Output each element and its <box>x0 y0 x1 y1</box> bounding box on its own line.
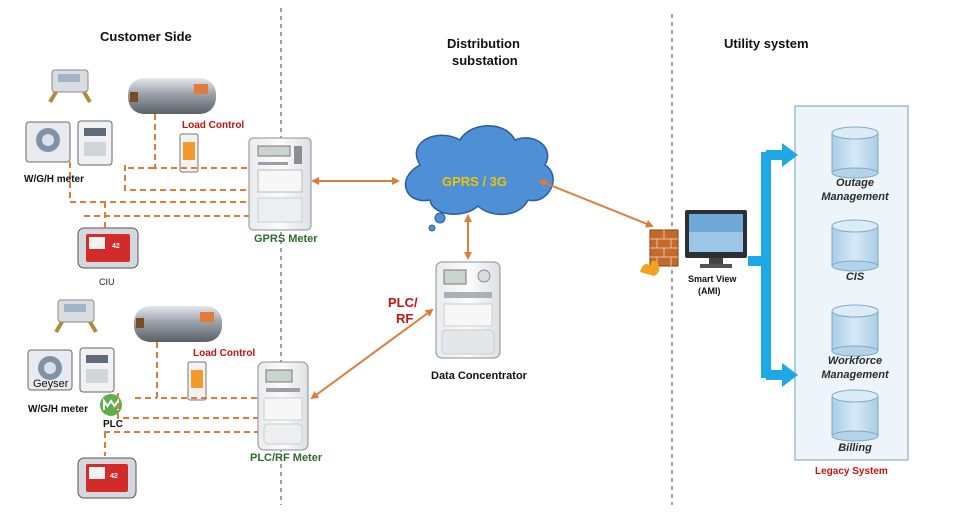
gprs-meter-device <box>248 137 312 231</box>
smart-view-monitor-icon <box>685 210 747 268</box>
database-outage-icon <box>831 126 879 179</box>
electricity-meter-small-bottom-icon <box>79 347 115 393</box>
smart-view-label-line1: Smart View <box>688 274 737 284</box>
db-label-billing: Billing <box>838 442 872 454</box>
gas-meter-icon <box>25 121 71 163</box>
customer-top-wiring <box>69 114 249 228</box>
data-concentrator-label: Data Concentrator <box>431 370 527 382</box>
legacy-system-caption: Legacy System <box>815 466 888 477</box>
geyser-tank-icon <box>128 78 216 114</box>
database-billing-icon <box>831 389 879 442</box>
customer-side-heading: Customer Side <box>100 29 192 44</box>
load-control-bottom-label: Load Control <box>193 348 256 359</box>
geyser-label: Geyser <box>33 378 69 390</box>
geyser-tank-bottom-icon <box>134 306 222 342</box>
load-control-device-bottom-icon <box>187 361 207 401</box>
distribution-heading-line1: Distribution <box>447 36 520 51</box>
firewall-icon <box>640 229 679 276</box>
plc-label: PLC <box>103 419 123 430</box>
ciu-label: CIU <box>99 277 115 287</box>
plc-rf-meter-device <box>257 361 309 451</box>
ciu-display-icon: 42 <box>77 227 139 269</box>
meter-group-bottom-label: W/G/H meter <box>28 404 89 415</box>
ciu-display-bottom-icon: 42 <box>77 457 137 499</box>
water-meter-bottom-icon <box>54 299 98 334</box>
data-concentrator-device <box>435 261 501 359</box>
link-cloud-to-firewall <box>538 179 654 228</box>
utility-system-heading: Utility system <box>724 36 809 51</box>
customer-bottom-wiring <box>104 342 258 456</box>
plc-rf-meter-label: PLC/RF Meter <box>250 452 323 464</box>
plc-logo-icon <box>100 394 122 416</box>
db-label-cis: CIS <box>845 271 865 283</box>
db-label-workforce: Workforce Management <box>821 355 889 381</box>
distribution-heading-line2: substation <box>452 53 518 68</box>
gas-meter-bottom-icon <box>27 349 73 391</box>
link-plc-rf-meter-to-concentrator <box>310 308 434 400</box>
db-label-outage: Outage Management <box>821 177 889 203</box>
database-workforce-icon <box>831 304 879 357</box>
gprs-meter-label: GPRS Meter <box>254 233 318 245</box>
database-cis-icon <box>831 219 879 272</box>
ciu-screen-value: 42 <box>112 243 120 250</box>
cloud-label: GPRS / 3G <box>442 174 508 189</box>
load-control-label: Load Control <box>182 120 245 131</box>
ciu-screen-value-bottom: 42 <box>110 473 118 480</box>
meter-group-label: W/G/H meter <box>24 174 85 185</box>
plc-rf-link-label-line1: PLC/ <box>388 295 418 310</box>
water-meter-icon <box>48 69 92 104</box>
legacy-connector-arrows <box>748 143 798 387</box>
electricity-meter-small-icon <box>77 120 113 166</box>
plc-rf-link-label-line2: RF <box>396 311 414 326</box>
load-control-device-icon <box>179 133 199 173</box>
smart-view-label-line2: (AMI) <box>698 286 721 296</box>
